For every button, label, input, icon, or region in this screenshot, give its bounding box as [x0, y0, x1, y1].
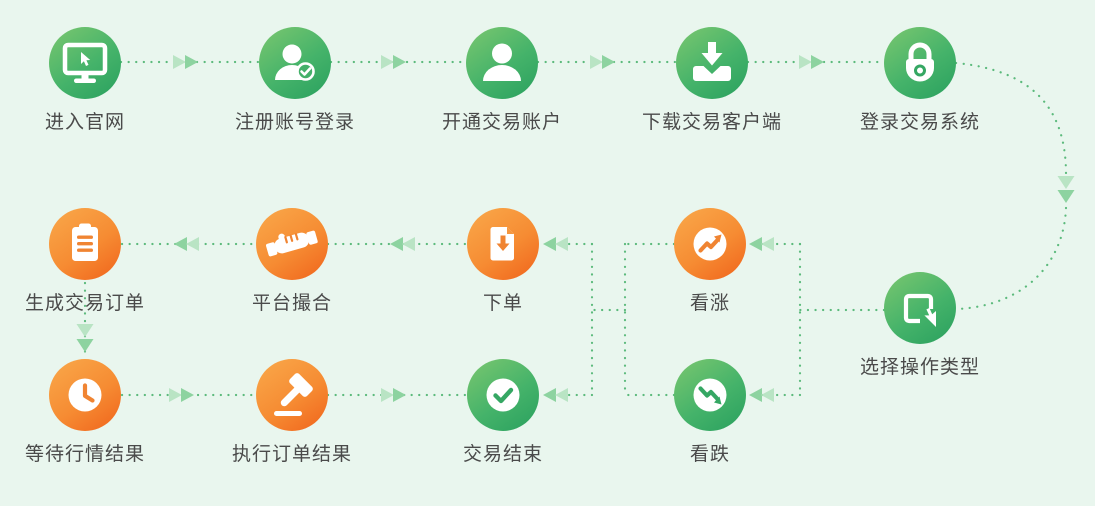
step-circle	[49, 359, 121, 431]
step-label: 等待行情结果	[24, 444, 145, 465]
step-generate-order: 生成交易订单	[10, 208, 160, 314]
step-circle	[674, 208, 746, 280]
step-platform-match: 平台撮合	[217, 208, 367, 314]
step-label: 下载交易客户端	[641, 112, 782, 133]
step-download-client: 下载交易客户端	[637, 27, 787, 133]
download-icon	[693, 42, 731, 81]
gavel-icon	[274, 373, 313, 416]
clock-icon	[68, 378, 102, 412]
step-label: 登录交易系统	[859, 112, 980, 133]
step-label: 执行订单结果	[231, 444, 352, 465]
step-label: 开通交易账户	[441, 112, 562, 133]
step-circle	[466, 27, 538, 99]
step-circle	[884, 27, 956, 99]
trend-down-icon	[693, 378, 727, 412]
step-login-system: 登录交易系统	[845, 27, 995, 133]
monitor-icon	[62, 42, 108, 83]
step-label: 选择操作类型	[859, 357, 980, 378]
lock-icon	[906, 42, 934, 82]
step-circle	[467, 208, 539, 280]
step-circle	[884, 272, 956, 344]
step-circle	[674, 359, 746, 431]
step-register-login: 注册账号登录	[220, 27, 370, 133]
step-circle	[676, 27, 748, 99]
step-wait-result: 等待行情结果	[10, 359, 160, 465]
step-enter-website: 进入官网	[10, 27, 160, 133]
trend-up-icon	[693, 227, 727, 261]
check-circle-icon	[486, 378, 520, 412]
step-trade-end: 交易结束	[428, 359, 578, 465]
select-click-icon	[903, 293, 936, 327]
step-label: 交易结束	[462, 444, 543, 465]
step-execute-order: 执行订单结果	[217, 359, 367, 465]
step-circle	[256, 208, 328, 280]
step-label: 进入官网	[44, 112, 125, 133]
step-circle	[467, 359, 539, 431]
clipboard-icon	[72, 223, 98, 261]
step-label: 注册账号登录	[234, 112, 355, 133]
step-open-account: 开通交易账户	[427, 27, 577, 133]
step-circle	[259, 27, 331, 99]
step-circle	[49, 27, 121, 99]
step-label: 平台撮合	[251, 293, 332, 314]
order-document-icon	[490, 227, 514, 261]
user-check-icon	[275, 44, 315, 81]
step-bearish: 看跌	[635, 359, 785, 465]
step-place-order: 下单	[428, 208, 578, 314]
step-bullish: 看涨	[635, 208, 785, 314]
step-label: 下单	[482, 293, 523, 314]
handshake-icon	[266, 230, 318, 257]
step-circle	[49, 208, 121, 280]
step-label: 看涨	[689, 293, 730, 314]
flow-arrowheads	[76, 55, 1075, 402]
user-icon	[483, 43, 521, 81]
step-label: 生成交易订单	[24, 293, 145, 314]
step-choose-operation: 选择操作类型	[845, 272, 995, 378]
step-circle	[256, 359, 328, 431]
step-label: 看跌	[689, 444, 730, 465]
